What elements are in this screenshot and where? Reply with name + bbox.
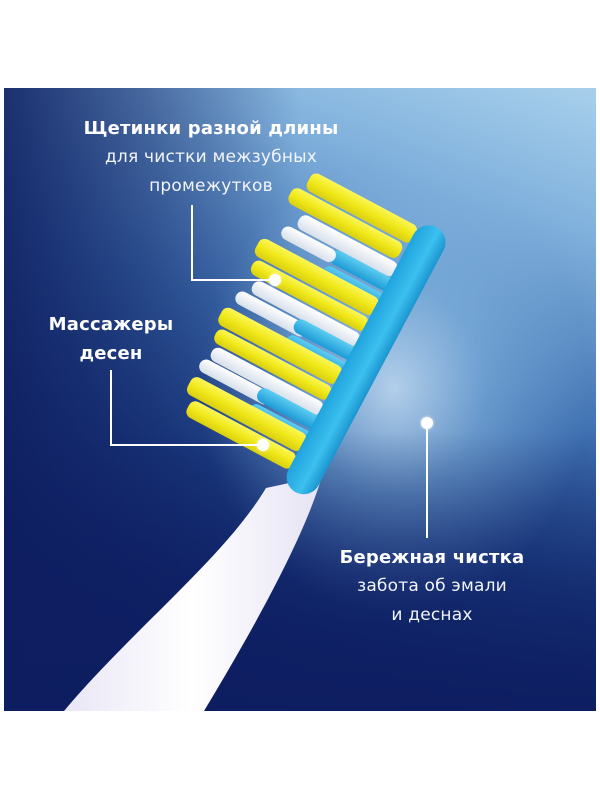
callout-gentle-cleaning-title: Бережная чистка bbox=[339, 547, 525, 568]
callout-gum-massagers-title-2: десен bbox=[79, 343, 143, 364]
callout-gum-massagers-leader-vertical bbox=[110, 370, 112, 446]
callout-bristles-line-2: промежутков bbox=[149, 176, 273, 196]
callout-bristles-leader-vertical bbox=[191, 205, 193, 281]
callout-gentle-cleaning-line-2: и деснах bbox=[391, 605, 473, 625]
callout-gum-massagers-title-1: Массажеры bbox=[48, 314, 174, 335]
callout-gum-massagers-leader-horizontal bbox=[110, 444, 260, 446]
callout-bristles: Щетинки разной длины для чистки межзубны… bbox=[61, 114, 361, 201]
callout-gentle-cleaning: Бережная чистка забота об эмали и деснах bbox=[322, 543, 542, 630]
callout-bristles-leader-horizontal bbox=[191, 279, 271, 281]
callout-gentle-cleaning-leader-vertical bbox=[426, 426, 428, 538]
callout-gentle-cleaning-dot bbox=[421, 417, 433, 429]
toothbrush-handle bbox=[64, 476, 322, 711]
callout-gentle-cleaning-line-1: забота об эмали bbox=[357, 576, 507, 596]
callout-bristles-title: Щетинки разной длины bbox=[83, 118, 339, 139]
product-image-card: Щетинки разной длины для чистки межзубны… bbox=[4, 88, 596, 711]
callout-bristles-line-1: для чистки межзубных bbox=[104, 147, 318, 167]
brush-head bbox=[286, 225, 446, 495]
bristle-tufts bbox=[186, 173, 446, 495]
toothbrush-illustration bbox=[64, 173, 446, 711]
callout-gum-massagers-dot bbox=[257, 439, 269, 451]
callout-bristles-dot bbox=[269, 274, 281, 286]
callout-gum-massagers: Массажеры десен bbox=[11, 310, 211, 368]
